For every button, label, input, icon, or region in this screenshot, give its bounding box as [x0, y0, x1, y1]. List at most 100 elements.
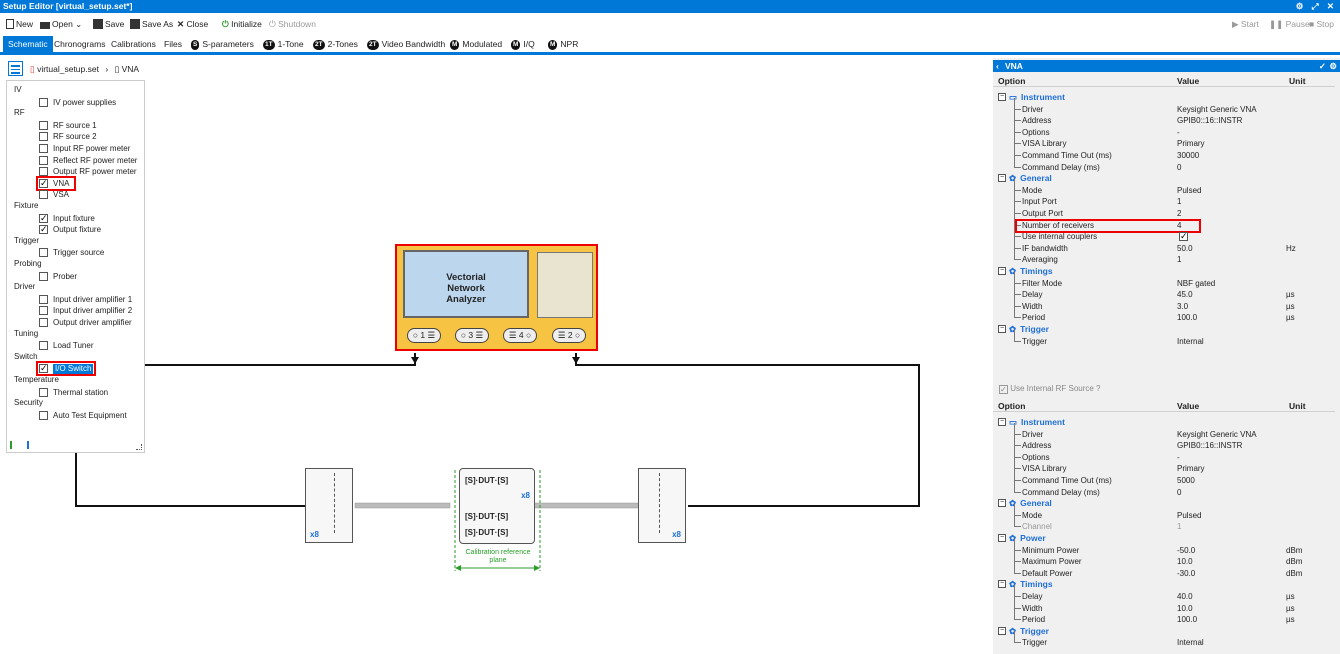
- tree-checkbox[interactable]: [39, 120, 48, 130]
- collapse-toggle-icon[interactable]: −: [998, 267, 1006, 275]
- tree-item[interactable]: Auto Test Equipment: [53, 411, 127, 421]
- tree-checkbox[interactable]: [39, 167, 48, 177]
- option-value[interactable]: GPIB0::16::INSTR: [1177, 441, 1243, 451]
- collapse-toggle-icon[interactable]: −: [998, 499, 1006, 508]
- option-value[interactable]: 100.0: [1177, 313, 1198, 323]
- tree-checkbox[interactable]: [39, 363, 48, 374]
- tree-group[interactable]: Probing: [14, 259, 42, 269]
- tree-item[interactable]: I/O Switch: [53, 364, 94, 375]
- resize-grip-icon[interactable]: [136, 444, 142, 450]
- schematic-canvas[interactable]: Vectorial Network Analyzer ○ 1 ☰ ○ 3 ☰ ☰…: [0, 58, 980, 654]
- tree-checkbox[interactable]: [39, 224, 48, 235]
- tree-checkbox[interactable]: [39, 341, 48, 351]
- option-value[interactable]: Keysight Generic VNA: [1177, 104, 1257, 114]
- tree-checkbox[interactable]: [39, 306, 48, 316]
- tree-group[interactable]: Fixture: [14, 201, 38, 211]
- collapse-toggle-icon[interactable]: −: [998, 418, 1006, 426]
- stop-button[interactable]: ■ Stop: [1309, 19, 1335, 29]
- use-internal-couplers-checkbox[interactable]: [1179, 231, 1188, 242]
- tree-item[interactable]: Trigger source: [53, 248, 104, 258]
- tree-item[interactable]: Output RF power meter: [53, 167, 137, 177]
- shutdown-button[interactable]: ⏻ Shutdown: [269, 19, 316, 29]
- collapse-toggle-icon[interactable]: −: [998, 534, 1006, 542]
- option-value[interactable]: 4: [1177, 220, 1182, 230]
- tree-checkbox[interactable]: [39, 144, 48, 153]
- tree-checkbox[interactable]: [39, 213, 48, 224]
- apply-icon[interactable]: ✓: [1318, 61, 1326, 71]
- tree-item[interactable]: IV power supplies: [53, 98, 116, 108]
- section-power[interactable]: ✿Power: [1009, 533, 1046, 544]
- option-value[interactable]: 1: [1177, 197, 1182, 207]
- tree-item[interactable]: Input driver amplifier 1: [53, 295, 132, 305]
- save-button[interactable]: Save: [93, 18, 124, 31]
- option-value[interactable]: Pulsed: [1177, 510, 1202, 520]
- option-value[interactable]: 100.0: [1177, 615, 1198, 625]
- tree-checkbox[interactable]: [39, 387, 48, 397]
- back-icon[interactable]: ‹: [996, 61, 999, 71]
- tree-group[interactable]: Trigger: [14, 236, 39, 246]
- tree-checkbox[interactable]: [39, 178, 48, 189]
- tree-group[interactable]: Security: [14, 398, 43, 408]
- open-button[interactable]: Open ⌄: [40, 18, 82, 31]
- tree-checkbox[interactable]: [39, 132, 48, 142]
- tree-item[interactable]: Input driver amplifier 2: [53, 306, 132, 316]
- save-as-button[interactable]: Save As: [130, 18, 173, 31]
- tree-item[interactable]: Thermal station: [53, 388, 108, 398]
- vna-instrument[interactable]: Vectorial Network Analyzer ○ 1 ☰ ○ 3 ☰ ☰…: [395, 244, 598, 351]
- option-value[interactable]: Internal: [1177, 336, 1204, 346]
- tree-item[interactable]: Prober: [53, 272, 77, 282]
- option-value[interactable]: -50.0: [1177, 545, 1196, 555]
- vna-port-2[interactable]: ☰ 2 ○: [552, 328, 586, 343]
- option-value[interactable]: 0: [1177, 487, 1182, 497]
- vna-port-4[interactable]: ☰ 4 ○: [503, 328, 537, 343]
- section-trigger[interactable]: ✿Trigger: [1009, 324, 1049, 335]
- use-internal-rf-toggle[interactable]: ✓ Use Internal RF Source ?: [999, 384, 1101, 394]
- tree-group[interactable]: RF: [14, 108, 25, 118]
- tree-item[interactable]: VNA: [53, 179, 69, 189]
- option-value[interactable]: GPIB0::16::INSTR: [1177, 116, 1243, 126]
- tree-item[interactable]: Input RF power meter: [53, 144, 130, 154]
- settings-icon[interactable]: ⚙: [1329, 61, 1337, 71]
- option-value[interactable]: -: [1177, 127, 1180, 137]
- option-value[interactable]: 5000: [1177, 476, 1195, 485]
- section-instrument[interactable]: ▭Instrument: [1009, 417, 1065, 428]
- tree-item[interactable]: RF source 2: [53, 132, 97, 142]
- tree-group[interactable]: Driver: [14, 282, 35, 292]
- option-value[interactable]: 40.0: [1177, 592, 1193, 601]
- tree-checkbox[interactable]: [39, 248, 48, 258]
- option-value[interactable]: 45.0: [1177, 290, 1193, 300]
- vna-port-3[interactable]: ○ 3 ☰: [455, 328, 489, 343]
- option-value[interactable]: Primary: [1177, 139, 1205, 149]
- tree-checkbox[interactable]: [39, 271, 48, 281]
- collapse-toggle-icon[interactable]: −: [998, 325, 1006, 333]
- expand-all-icon[interactable]: [10, 441, 19, 449]
- section-trigger[interactable]: ✿Trigger: [1009, 626, 1049, 637]
- tree-checkbox[interactable]: [39, 97, 48, 107]
- option-value[interactable]: 3.0: [1177, 301, 1189, 311]
- tab-schematic[interactable]: Schematic: [3, 36, 53, 53]
- option-value[interactable]: 1: [1177, 255, 1182, 265]
- section-general[interactable]: ✿General: [1009, 173, 1052, 184]
- collapse-toggle-icon[interactable]: −: [998, 580, 1006, 589]
- section-instrument[interactable]: ▭Instrument: [1009, 92, 1065, 103]
- tab-files[interactable]: Files: [164, 39, 182, 49]
- tree-checkbox[interactable]: [39, 155, 48, 165]
- option-value[interactable]: Internal: [1177, 638, 1204, 648]
- section-timings[interactable]: ✿Timings: [1009, 266, 1053, 277]
- option-value[interactable]: Keysight Generic VNA: [1177, 429, 1257, 439]
- collapse-toggle-icon[interactable]: −: [998, 93, 1006, 101]
- section-timings[interactable]: ✿Timings: [1009, 579, 1053, 590]
- pause-button[interactable]: ❚❚ Pause: [1269, 19, 1310, 29]
- tree-group[interactable]: Tuning: [14, 329, 38, 339]
- breadcrumb-page[interactable]: VNA: [121, 64, 140, 74]
- option-value[interactable]: 10.0: [1177, 557, 1193, 567]
- option-value[interactable]: 2: [1177, 209, 1182, 218]
- tree-item[interactable]: Output fixture: [53, 225, 101, 235]
- collapse-all-icon[interactable]: [27, 441, 36, 449]
- option-value[interactable]: NBF gated: [1177, 278, 1216, 288]
